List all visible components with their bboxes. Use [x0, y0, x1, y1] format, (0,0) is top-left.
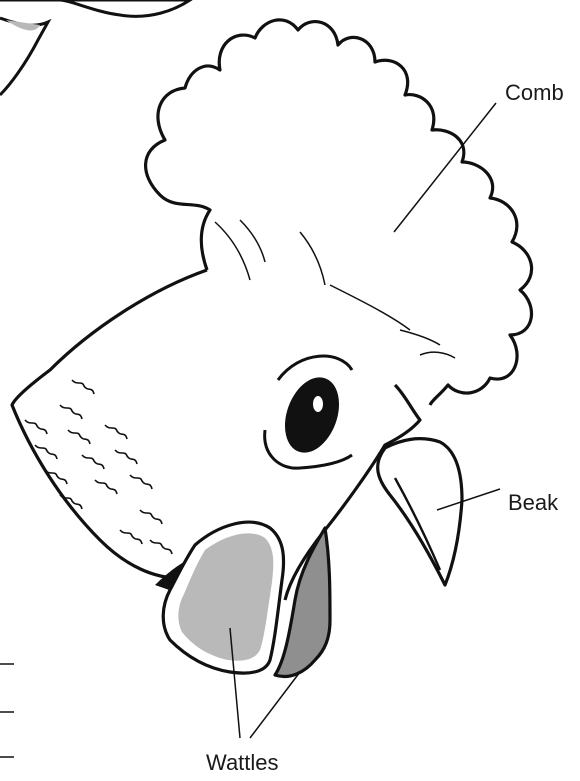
eye-highlight	[313, 396, 323, 412]
label-wattles: Wattles	[206, 750, 279, 775]
eye-pupil	[275, 370, 349, 460]
margin-ticks	[0, 664, 14, 757]
comb-detail-lines	[215, 220, 455, 358]
wattle-leader-right	[250, 672, 300, 738]
beak	[378, 439, 462, 585]
neck-feather-marks	[25, 380, 172, 554]
neck-feathers-corner	[0, 0, 190, 95]
label-beak: Beak	[508, 490, 559, 515]
label-comb: Comb	[505, 80, 564, 105]
comb-shape	[146, 20, 532, 405]
beak-upper	[378, 439, 462, 585]
eye-ring	[278, 356, 352, 380]
eye	[265, 356, 352, 468]
